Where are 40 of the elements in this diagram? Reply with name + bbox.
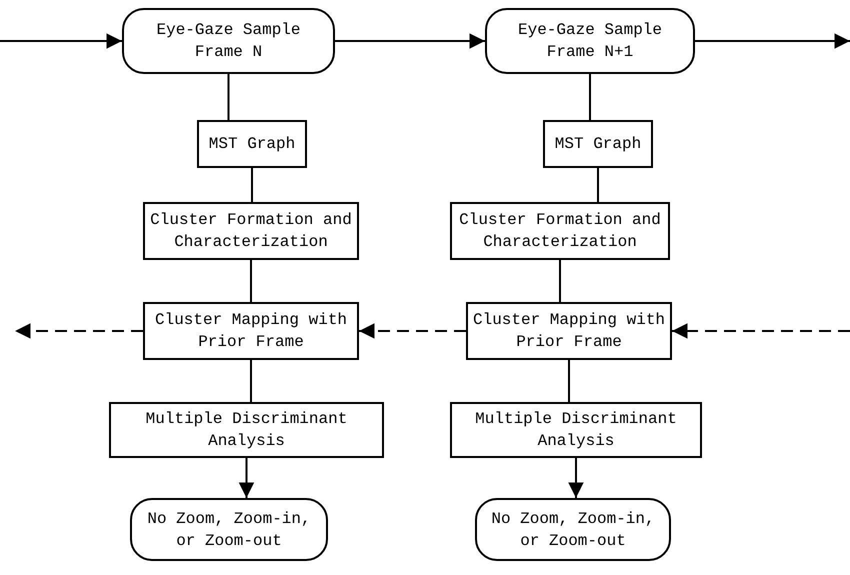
node-text: Cluster Formation and Characterization bbox=[149, 210, 353, 253]
process-box bbox=[143, 202, 359, 260]
connector-line bbox=[250, 260, 252, 302]
node-text: MST Graph bbox=[208, 134, 296, 155]
terminal-box bbox=[475, 498, 671, 561]
node-text: No Zoom, Zoom-in, or Zoom-out bbox=[490, 508, 656, 552]
arrow bbox=[0, 33, 122, 49]
connector-line bbox=[589, 74, 591, 120]
arrow bbox=[568, 458, 584, 498]
connector-line bbox=[228, 74, 230, 120]
process-box bbox=[109, 402, 384, 458]
process-box bbox=[197, 120, 307, 168]
connector-line bbox=[250, 360, 252, 402]
terminal-box bbox=[122, 8, 335, 74]
node-text: Multiple Discriminant Analysis bbox=[474, 409, 678, 452]
terminal-box bbox=[130, 498, 328, 561]
connector-line bbox=[559, 260, 561, 302]
node-text: Eye-Gaze Sample Frame N bbox=[155, 20, 302, 63]
node-text: Cluster Formation and Characterization bbox=[458, 210, 662, 253]
node-text: No Zoom, Zoom-in, or Zoom-out bbox=[146, 508, 312, 552]
node-text: Cluster Mapping with Prior Frame bbox=[472, 310, 666, 353]
connector-line bbox=[597, 168, 599, 202]
terminal-box bbox=[485, 8, 695, 74]
node-text: Cluster Mapping with Prior Frame bbox=[154, 310, 348, 353]
node-text: Eye-Gaze Sample Frame N+1 bbox=[516, 20, 664, 63]
arrow bbox=[238, 458, 254, 498]
process-box bbox=[450, 202, 670, 260]
connector-line bbox=[251, 168, 253, 202]
arrow bbox=[335, 33, 485, 49]
arrow bbox=[695, 33, 850, 49]
process-box bbox=[450, 402, 702, 458]
arrow bbox=[359, 323, 466, 339]
process-box bbox=[466, 302, 672, 360]
node-text: MST Graph bbox=[554, 134, 642, 155]
arrow bbox=[672, 323, 850, 339]
process-box bbox=[143, 302, 359, 360]
arrow bbox=[15, 323, 143, 339]
process-box bbox=[543, 120, 653, 168]
connector-line bbox=[568, 360, 570, 402]
node-text: Multiple Discriminant Analysis bbox=[144, 409, 348, 452]
